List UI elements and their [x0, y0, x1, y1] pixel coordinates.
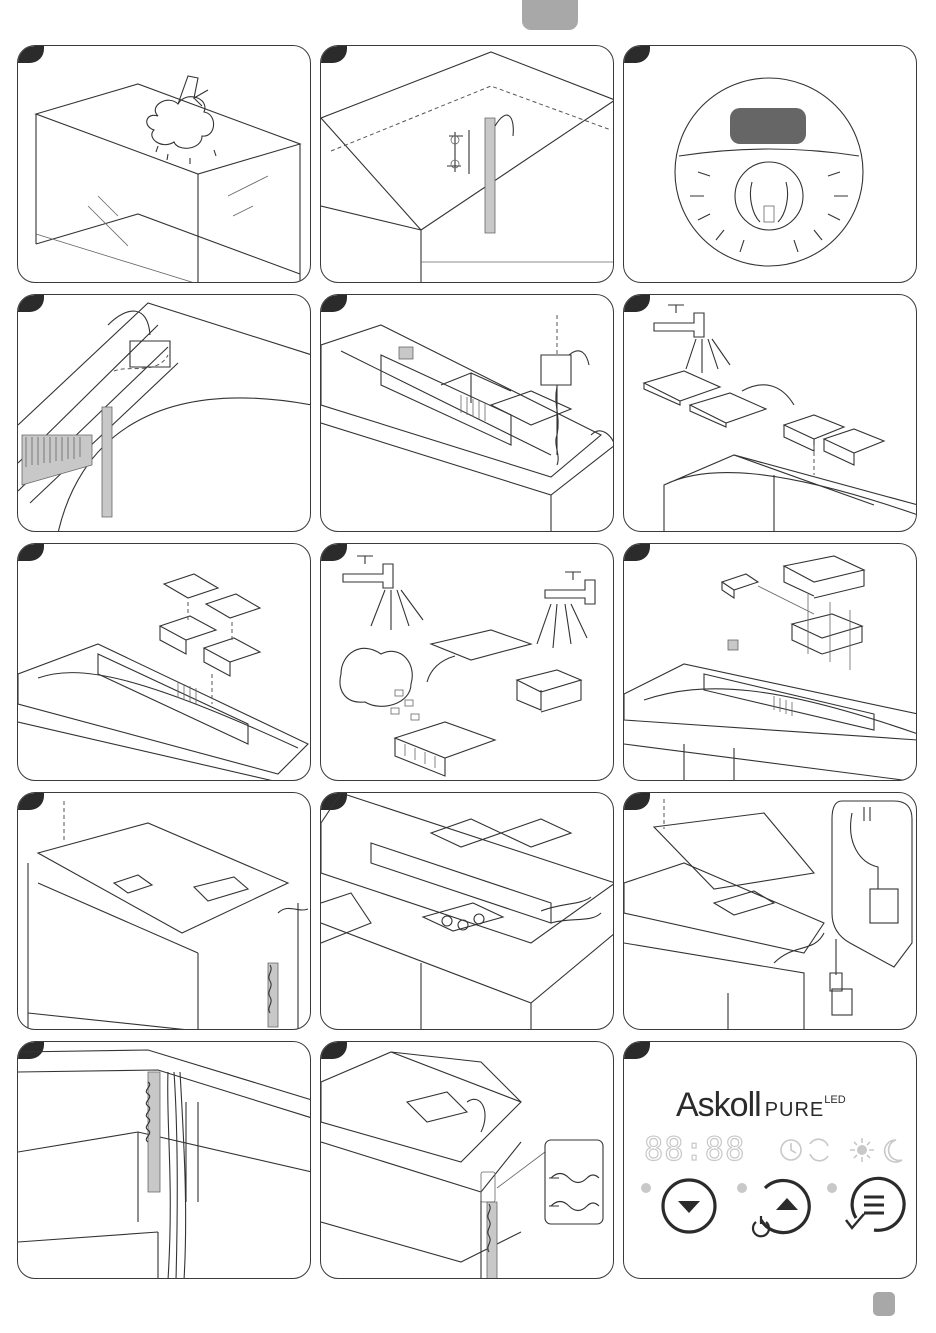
control-unit-illustration	[321, 793, 614, 1030]
rinse-filter-media-illustration	[321, 544, 614, 781]
step-panel-7	[17, 543, 311, 781]
power-up-button-icon	[753, 1181, 809, 1237]
step-panel-8	[320, 543, 614, 781]
sun-icon	[850, 1138, 874, 1162]
page-number-tab	[873, 1292, 895, 1316]
rinse-sponge-illustration	[624, 295, 917, 532]
control-panel-illustration	[624, 1042, 917, 1279]
led-indicator-3	[827, 1183, 837, 1193]
step-panel-10	[17, 792, 311, 1030]
power-supply-illustration	[624, 793, 917, 1030]
place-filter-media-illustration	[624, 544, 917, 781]
down-arrow-button-icon	[663, 1180, 715, 1232]
clock-icon	[781, 1140, 801, 1160]
led-indicator-1	[641, 1183, 651, 1193]
step-panel-14	[320, 1041, 614, 1279]
cover-panel-illustration	[18, 793, 311, 1030]
pump-install-illustration	[321, 295, 614, 532]
heater-install-illustration	[321, 46, 614, 283]
step-panel-1	[17, 45, 311, 283]
sponge-basket-illustration	[18, 544, 311, 781]
led-indicator-2	[737, 1183, 747, 1193]
tank-cleaning-illustration	[18, 46, 311, 283]
open-lid-led-illustration	[321, 1042, 614, 1279]
step-panel-2	[320, 45, 614, 283]
step-panel-5	[320, 294, 614, 532]
step-panel-9	[623, 543, 917, 781]
step-panel-13	[17, 1041, 311, 1279]
page-top-tab	[522, 0, 578, 30]
cable-routing-illustration	[18, 1042, 311, 1279]
menu-check-button-icon	[846, 1178, 904, 1230]
control-dial-illustration	[624, 46, 917, 283]
step-panel-12	[623, 792, 917, 1030]
step-panel-4	[17, 294, 311, 532]
filter-heater-cable-illustration	[18, 295, 311, 532]
step-panel-11	[320, 792, 614, 1030]
refresh-icon	[810, 1139, 828, 1161]
moon-icon	[885, 1140, 902, 1162]
step-panel-6	[623, 294, 917, 532]
step-panel-3	[623, 45, 917, 283]
